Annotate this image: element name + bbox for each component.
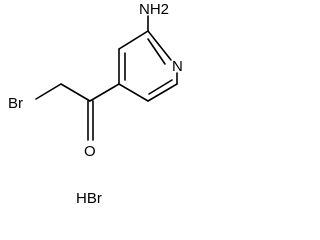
bond-c2-c3 xyxy=(118,30,149,50)
bond-n1-c2 xyxy=(147,30,172,61)
chemical-structure-diagram: NH2 N O Br HBr xyxy=(8,1,183,207)
amino-group-label: NH2 xyxy=(139,1,169,18)
bond-ch2-br xyxy=(35,83,62,100)
bromine-label: Br xyxy=(8,95,23,112)
bond-c4-c5 xyxy=(118,83,149,102)
bond-c4-carbonyl xyxy=(89,83,120,102)
salt-counterion-label: HBr xyxy=(76,190,102,207)
carbonyl-oxygen-label: O xyxy=(84,143,96,160)
bond-c5-c6-inner xyxy=(148,79,173,95)
bond-c5-c6 xyxy=(147,83,178,102)
bond-carbonyl-ch2 xyxy=(60,83,91,102)
ring-nitrogen-label: N xyxy=(172,58,183,75)
bond-n1-c2-inner xyxy=(147,38,166,65)
